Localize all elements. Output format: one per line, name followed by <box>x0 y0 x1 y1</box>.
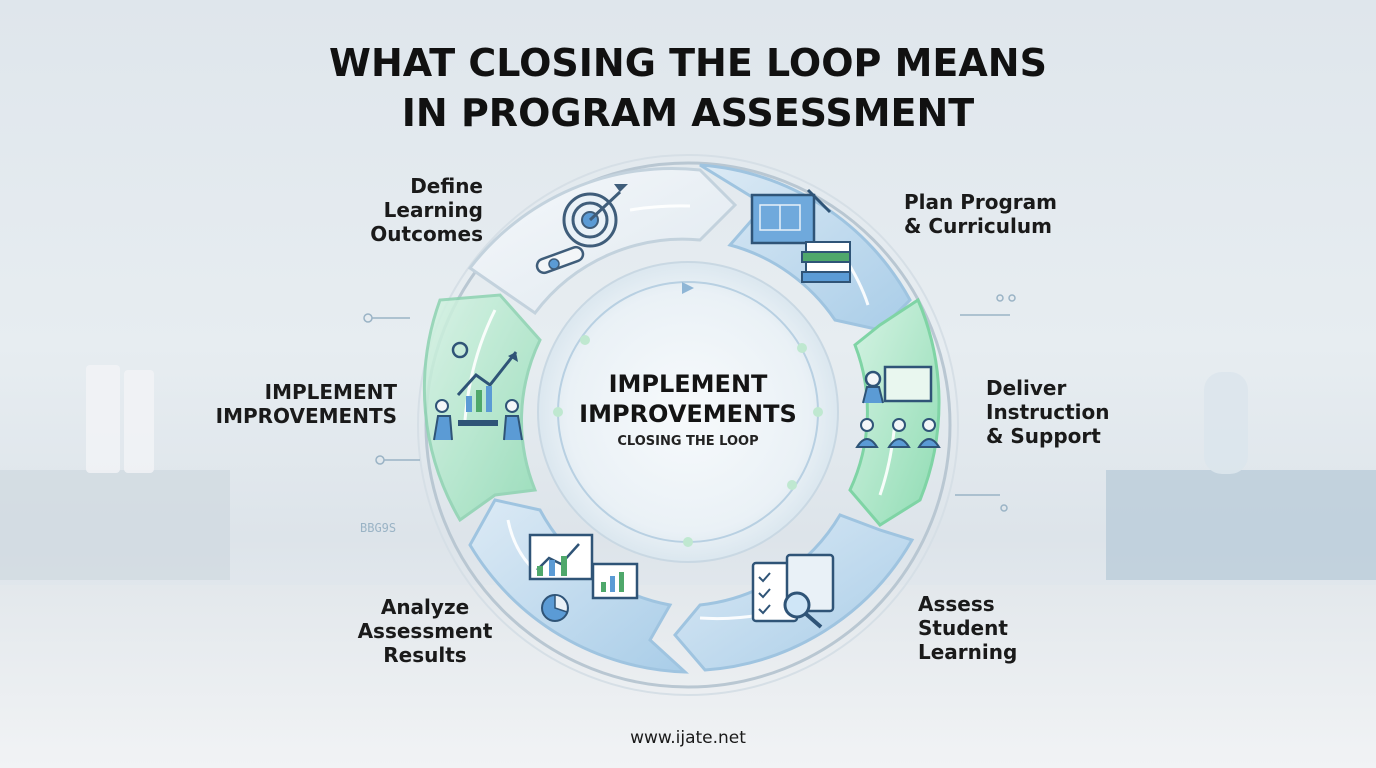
background-vase <box>1204 372 1248 474</box>
background-book <box>86 365 120 473</box>
label-assess-learning: Assess Student Learning <box>918 592 1018 664</box>
footer-url: www.ijate.net <box>630 728 746 748</box>
team-growth-icon <box>433 341 523 441</box>
page-title: WHAT CLOSING THE LOOP MEANS IN PROGRAM A… <box>188 38 1188 138</box>
diploma-icon <box>535 245 585 275</box>
outer-rail-2 <box>417 154 959 696</box>
background-book <box>124 370 154 473</box>
center-title: IMPLEMENT IMPROVEMENTS <box>579 370 797 428</box>
label-plan-program: Plan Program & Curriculum <box>904 190 1057 238</box>
label-define-outcomes: Define Learning Outcomes <box>370 174 483 246</box>
inner-loop-arrow <box>682 282 694 294</box>
target-icon <box>562 184 628 248</box>
tech-decor-left <box>363 313 420 465</box>
title-line-2: IN PROGRAM ASSESSMENT <box>401 91 975 135</box>
checklist-magnifier-icon <box>751 553 835 629</box>
title-line-1: WHAT CLOSING THE LOOP MEANS <box>329 41 1047 85</box>
segment-deliver-instruction <box>848 297 941 527</box>
label-deliver-instruction: Deliver Instruction & Support <box>986 376 1110 448</box>
side-code: BBG9S <box>360 521 396 535</box>
inner-circle <box>537 261 839 563</box>
label-analyze-results: Analyze Assessment Results <box>357 595 493 667</box>
center-subtitle: CLOSING THE LOOP <box>617 434 759 449</box>
teacher-classroom-icon <box>855 365 941 448</box>
charts-icon <box>528 533 639 622</box>
background-shelf-left <box>0 470 230 580</box>
inner-loop-dots <box>553 335 823 547</box>
background-shelf-right <box>1106 470 1376 580</box>
label-implement-improvements: IMPLEMENT IMPROVEMENTS <box>215 380 397 428</box>
background-floor <box>0 585 1376 768</box>
blueprint-books-icon <box>750 188 851 283</box>
tech-decor-right <box>955 294 1016 512</box>
